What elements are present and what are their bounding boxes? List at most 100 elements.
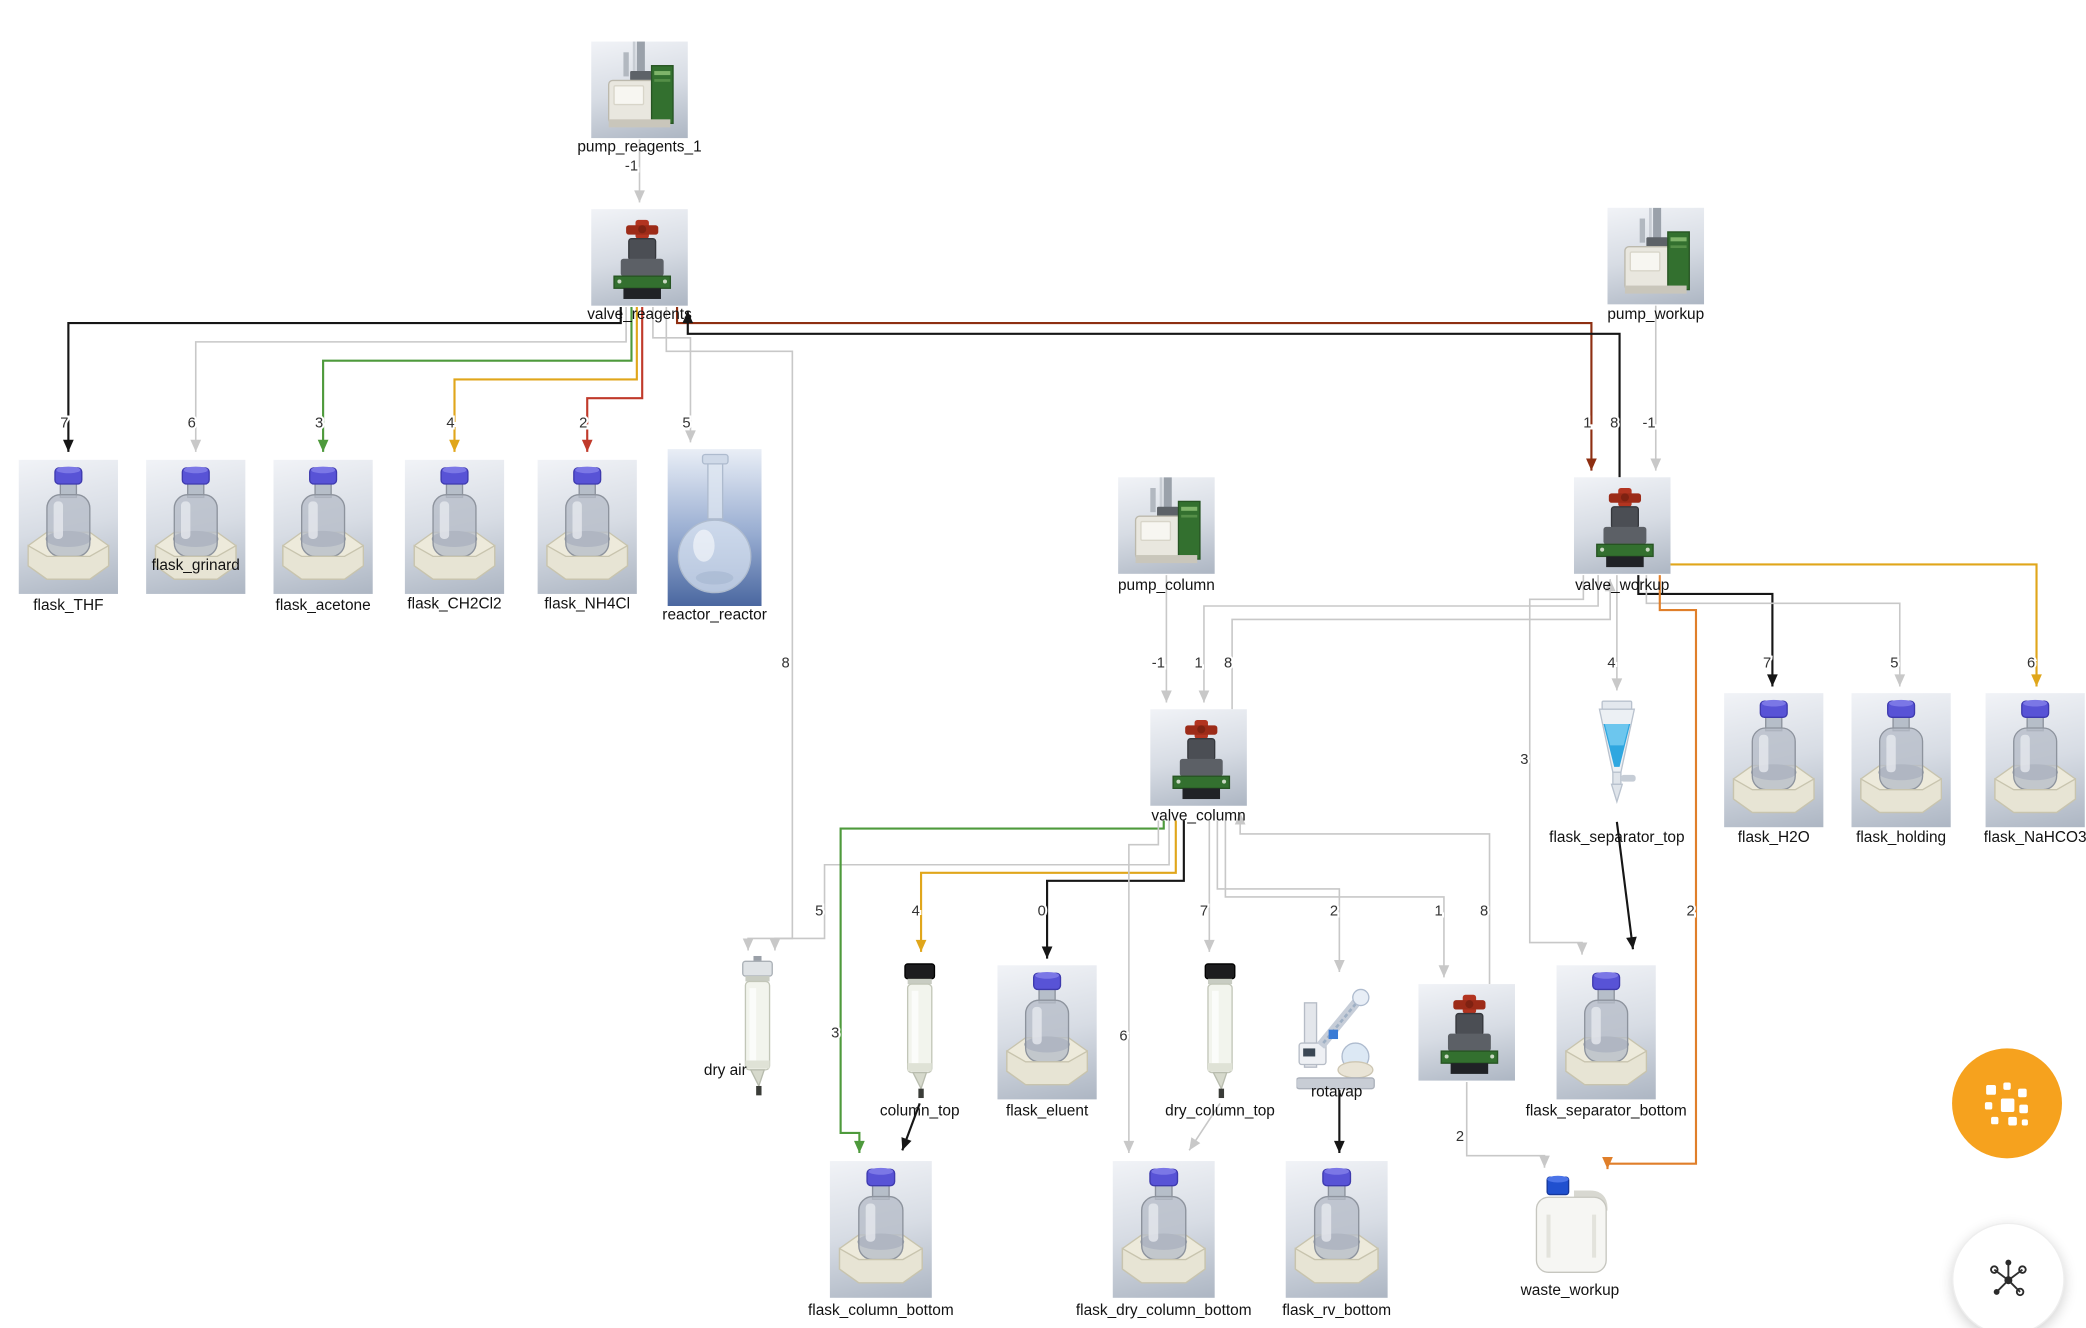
edge-label: 2	[579, 416, 587, 432]
edge-arrow	[1650, 458, 1662, 471]
edge-arrow	[1586, 458, 1597, 471]
edge-label: 8	[1480, 904, 1488, 920]
edge-label: 3	[315, 416, 323, 432]
pump-icon	[591, 41, 688, 139]
node-label: pump_column	[1117, 577, 1215, 594]
flask-icon	[18, 459, 118, 594]
node-flask_NH4Cl[interactable]	[537, 459, 637, 594]
node-label: valve_reagents	[587, 307, 692, 324]
node-flask_eluent[interactable]	[997, 965, 1097, 1100]
apps-fab[interactable]	[1952, 1048, 2062, 1159]
node-rotavap[interactable]	[1296, 979, 1376, 1090]
edge-label: -1	[1643, 416, 1656, 432]
edge-label: 3	[831, 1026, 839, 1042]
flask-icon	[1285, 1161, 1388, 1298]
node-label: flask_NaHCO3	[1983, 829, 2086, 846]
flask-icon	[997, 965, 1097, 1100]
node-label: flask_THF	[33, 597, 104, 615]
node-pump_reagents_1[interactable]	[591, 41, 688, 139]
edge-valve_column-valve_workup	[1231, 579, 1611, 710]
node-flask_dry_column_bottom[interactable]	[1112, 1161, 1215, 1298]
node-dry_air[interactable]	[733, 955, 781, 1099]
node-valve_reagents[interactable]	[591, 209, 688, 306]
node-waste_workup[interactable]	[1528, 1174, 1611, 1279]
edge-arrow	[1611, 678, 1623, 691]
edge-arrow	[1198, 690, 1210, 703]
edge-label: 1	[1583, 416, 1591, 432]
node-flask_NaHCO3[interactable]	[1985, 693, 2085, 828]
edge-label: 6	[2027, 656, 2035, 672]
node-label: flask_eluent	[1005, 1103, 1089, 1120]
node-flask_rv_bottom[interactable]	[1285, 1161, 1388, 1298]
edge-label: -1	[1152, 656, 1165, 672]
pump-icon	[1607, 207, 1705, 305]
node-flask_CH2Cl2[interactable]	[404, 459, 505, 594]
edge-arrow	[1189, 1137, 1201, 1151]
edge-label: 2	[1687, 904, 1695, 920]
node-flask_H2O[interactable]	[1724, 693, 1824, 828]
node-flask_acetone[interactable]	[273, 459, 373, 594]
edge-arrow	[1203, 939, 1215, 952]
edge-valve_column-valve_unnamed	[1224, 820, 1445, 978]
edge-label: 1	[1194, 656, 1202, 672]
node-label: rotavap	[1310, 1084, 1363, 1101]
node-flask_THF[interactable]	[18, 459, 118, 594]
molecule-icon	[1990, 1259, 2027, 1297]
rotavap-icon	[1296, 988, 1375, 1090]
grid-icon	[1984, 1082, 2028, 1126]
node-column_top[interactable]	[896, 959, 944, 1102]
edge-arrow	[634, 190, 645, 203]
node-label: flask_separator_top	[1549, 829, 1685, 846]
node-valve_unnamed[interactable]	[1418, 984, 1515, 1081]
edge-arrow	[2031, 674, 2042, 687]
flask-icon	[1556, 965, 1656, 1100]
edge-label: 6	[188, 416, 196, 432]
node-valve_column[interactable]	[1150, 709, 1247, 806]
node-flask_separator_top[interactable]	[1569, 697, 1666, 827]
node-label: flask_column_bottom	[807, 1303, 954, 1320]
edge-label: 2	[1456, 1129, 1464, 1145]
node-pump_column[interactable]	[1118, 477, 1215, 574]
valve-icon	[1150, 709, 1247, 806]
node-flask_holding[interactable]	[1851, 693, 1951, 828]
node-label: flask_rv_bottom	[1282, 1303, 1392, 1320]
edge-arrow	[1333, 1140, 1345, 1154]
node-reactor_reactor[interactable]	[667, 449, 762, 606]
edge-arrow	[685, 430, 696, 443]
node-pump_workup[interactable]	[1607, 207, 1705, 305]
node-flask_separator_bottom[interactable]	[1556, 965, 1656, 1100]
edge-label: 7	[1200, 904, 1208, 920]
edge-label: 6	[1119, 1028, 1127, 1044]
node-label: valve_workup	[1575, 577, 1670, 594]
edge-arrow	[1626, 936, 1637, 950]
edge-label: 4	[446, 416, 454, 432]
flask-icon	[1112, 1161, 1215, 1298]
column-icon	[1204, 963, 1236, 1099]
edge-arrow	[1602, 1157, 1613, 1170]
edge-arrow	[317, 439, 329, 452]
edge-label: 8	[782, 656, 790, 672]
edge-label: 2	[1330, 904, 1338, 920]
assistant-fab[interactable]	[1952, 1222, 2065, 1328]
edge-label: 1	[1434, 904, 1442, 920]
edge-arrow	[1041, 946, 1053, 959]
node-label: flask_dry_column_bottom	[1075, 1303, 1252, 1320]
node-valve_workup[interactable]	[1573, 477, 1671, 574]
edge-valve_reagents-flask_CH2Cl2	[453, 307, 638, 452]
flask-icon	[146, 459, 246, 594]
node-flask_grinard[interactable]	[146, 459, 246, 594]
node-flask_column_bottom[interactable]	[829, 1161, 932, 1298]
node-label: flask_holding	[1856, 829, 1947, 846]
edge-arrow	[769, 938, 781, 951]
node-label: flask_acetone	[275, 597, 371, 615]
edge-arrow	[915, 939, 927, 952]
edge-valve_unnamed-valve_column	[1239, 812, 1491, 985]
node-label: flask_grinard	[151, 557, 240, 574]
edge-valve_reagents-flask_acetone	[322, 307, 633, 452]
edge-label: 0	[1038, 904, 1046, 920]
node-label: pump_workup	[1607, 307, 1705, 324]
node-dry_column_top[interactable]	[1196, 959, 1244, 1102]
edge-valve_reagents-flask_NH4Cl	[586, 307, 644, 452]
edge-arrow	[1539, 1155, 1550, 1168]
